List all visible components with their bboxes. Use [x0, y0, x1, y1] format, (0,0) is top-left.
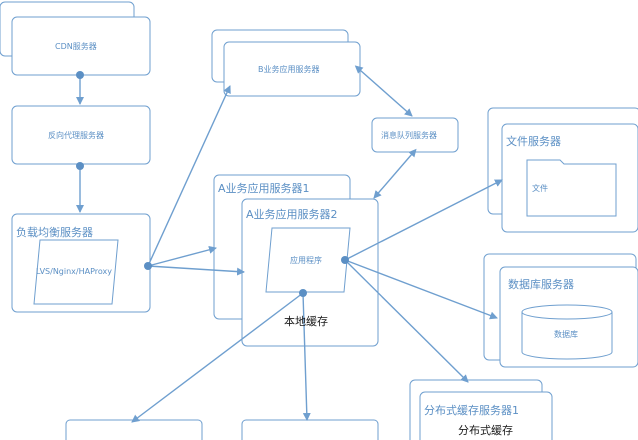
cdn-label: CDN服务器 — [55, 42, 97, 51]
database-cylinder-icon — [521, 312, 613, 360]
distributed-cache-server-label: 分布式缓存服务器1 — [424, 404, 519, 417]
a-app-server-2-label: A业务应用服务器2 — [246, 208, 338, 221]
file-label: 文件 — [532, 184, 548, 193]
connector-dot — [341, 256, 349, 264]
local-cache-label: 本地缓存 — [284, 315, 328, 328]
file-server-label: 文件服务器 — [506, 135, 561, 148]
reverse-proxy-label: 反向代理服务器 — [48, 131, 104, 140]
database-label: 数据库 — [554, 330, 578, 339]
edge-app-to-bottom-middle — [302, 292, 311, 421]
edge-lb-to-a-app-2 — [147, 265, 245, 276]
edge-lb-to-a-app-1 — [147, 245, 217, 267]
file-folder-icon — [526, 159, 617, 217]
application-label: 应用程序 — [290, 256, 322, 265]
edge-app-to-db — [344, 259, 498, 320]
connector-dot — [76, 71, 84, 79]
edge-app-to-cache — [344, 259, 469, 383]
message-queue-label: 消息队列服务器 — [381, 131, 437, 140]
distributed-cache-box — [419, 391, 553, 440]
database-cylinder-top — [521, 304, 613, 320]
connector-dot — [76, 162, 84, 170]
a-app-server-1-label: A业务应用服务器1 — [218, 182, 310, 195]
bottom-left-box — [65, 419, 203, 440]
connector-dot — [144, 262, 152, 270]
distributed-cache-label: 分布式缓存 — [458, 424, 513, 437]
edge-lb-to-b-app — [147, 85, 231, 267]
edge-app-to-file — [344, 179, 503, 261]
b-app-server-label: B业务应用服务器 — [258, 65, 320, 74]
edge-app-to-bottom-left — [131, 292, 304, 423]
connector-dot — [299, 289, 307, 297]
edge-b-app-mq — [354, 65, 413, 117]
bottom-middle-box — [241, 419, 379, 440]
database-server-label: 数据库服务器 — [508, 278, 574, 291]
load-balancer-software-shape — [33, 239, 119, 305]
load-balancer-software-label: LVS/Nginx/HAProxy — [36, 267, 113, 276]
edge-mq-a-app — [373, 148, 417, 199]
application-shape — [265, 227, 351, 293]
load-balancer-label: 负载均衡服务器 — [16, 226, 93, 239]
